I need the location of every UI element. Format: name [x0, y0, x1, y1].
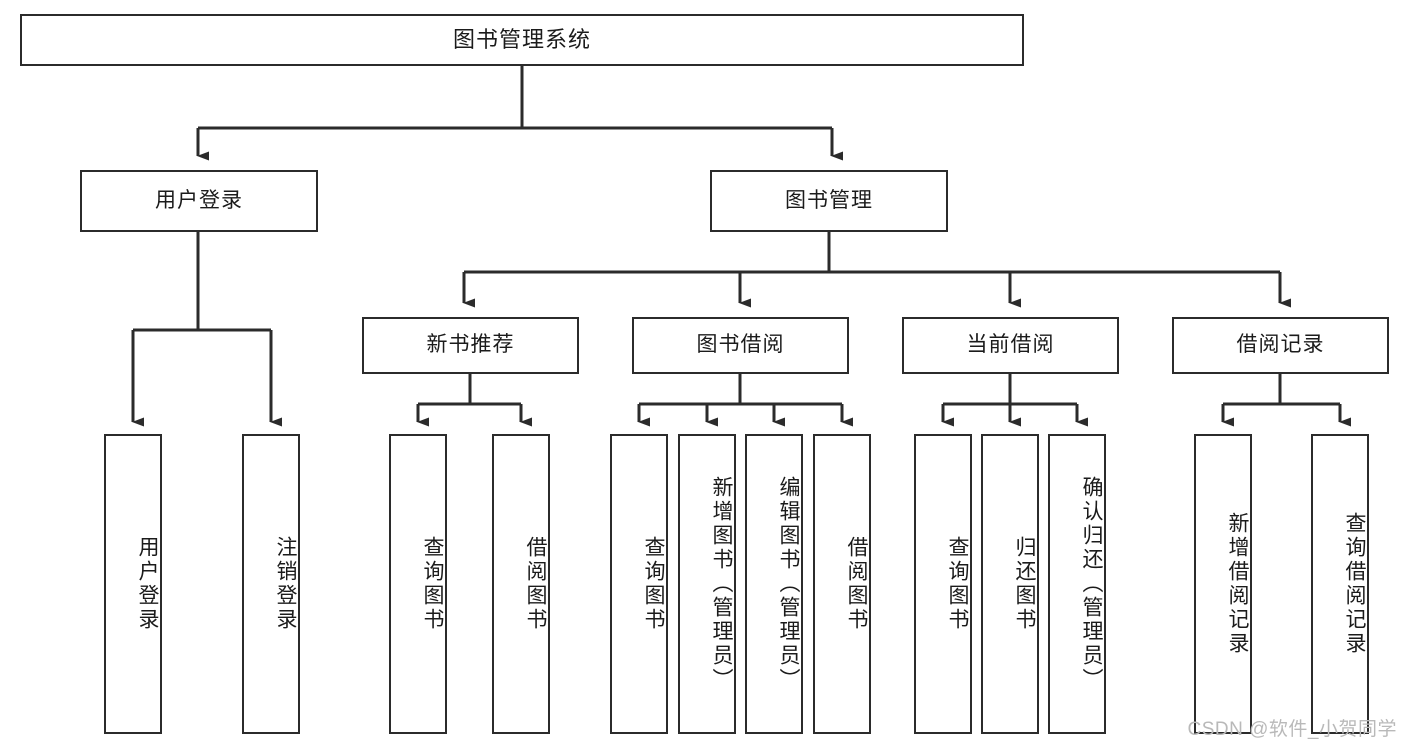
- leaf-user-login-logout[interactable]: 注销登录: [242, 434, 300, 734]
- node-label: 查询借阅记录: [1343, 512, 1366, 656]
- node-label: 新书推荐: [426, 333, 515, 357]
- leaf-borrow-query-book[interactable]: 查询图书: [610, 434, 668, 734]
- node-label: 借阅记录: [1236, 333, 1325, 357]
- node-label: 用户登录: [136, 536, 159, 632]
- node-label: 图书借阅: [696, 333, 785, 357]
- node-label: 借阅图书: [524, 536, 547, 632]
- leaf-record-query-record[interactable]: 查询借阅记录: [1311, 434, 1369, 734]
- node-label: 新增借阅记录: [1226, 512, 1249, 656]
- node-label: 图书管理: [785, 188, 873, 212]
- node-root-book-management-system[interactable]: 图书管理系统: [20, 14, 1024, 66]
- node-label: 图书管理系统: [452, 27, 591, 53]
- watermark: CSDN @软件_小贺同学: [1187, 719, 1397, 740]
- node-borrow-record[interactable]: 借阅记录: [1172, 317, 1389, 374]
- node-new-book-recommend[interactable]: 新书推荐: [362, 317, 579, 374]
- leaf-recommend-query-book[interactable]: 查询图书: [389, 434, 447, 734]
- node-label: 确认归还（管理员）: [1080, 476, 1103, 692]
- node-label: 查询图书: [946, 536, 969, 632]
- node-label: 查询图书: [642, 536, 665, 632]
- node-label: 借阅图书: [845, 536, 868, 632]
- leaf-recommend-borrow-book[interactable]: 借阅图书: [492, 434, 550, 734]
- node-label: 新增图书（管理员）: [710, 476, 733, 692]
- node-label: 用户登录: [155, 188, 243, 212]
- node-user-login[interactable]: 用户登录: [80, 170, 318, 232]
- node-current-borrow[interactable]: 当前借阅: [902, 317, 1119, 374]
- node-label: 注销登录: [274, 536, 297, 632]
- leaf-record-add-record[interactable]: 新增借阅记录: [1194, 434, 1252, 734]
- node-label: 查询图书: [421, 536, 444, 632]
- leaf-borrow-borrow-book[interactable]: 借阅图书: [813, 434, 871, 734]
- node-label: 编辑图书（管理员）: [777, 476, 800, 692]
- node-label: 归还图书: [1013, 536, 1036, 632]
- leaf-borrow-add-book-admin[interactable]: 新增图书（管理员）: [678, 434, 736, 734]
- leaf-user-login-login[interactable]: 用户登录: [104, 434, 162, 734]
- node-book-borrow[interactable]: 图书借阅: [632, 317, 849, 374]
- node-label: 当前借阅: [966, 333, 1055, 357]
- leaf-current-confirm-return-admin[interactable]: 确认归还（管理员）: [1048, 434, 1106, 734]
- leaf-current-return-book[interactable]: 归还图书: [981, 434, 1039, 734]
- node-book-management[interactable]: 图书管理: [710, 170, 948, 232]
- leaf-borrow-edit-book-admin[interactable]: 编辑图书（管理员）: [745, 434, 803, 734]
- leaf-current-query-book[interactable]: 查询图书: [914, 434, 972, 734]
